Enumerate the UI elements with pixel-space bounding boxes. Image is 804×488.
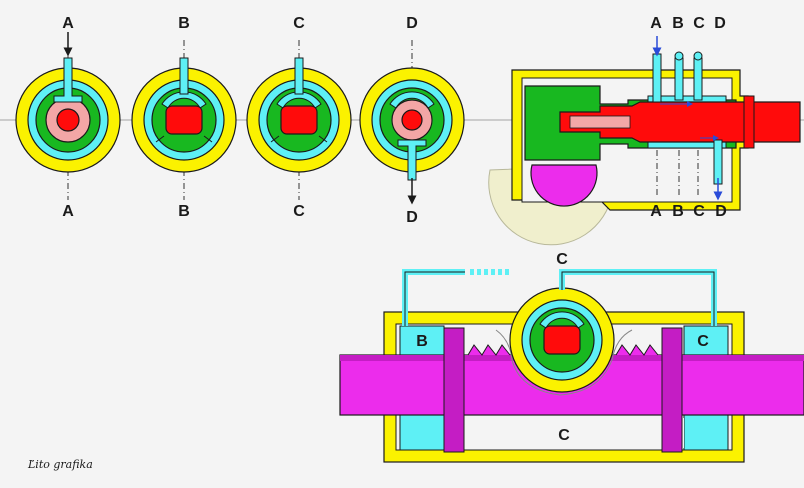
label-b-top: B <box>178 15 190 32</box>
label-b-bottom: B <box>178 203 190 220</box>
signature: Ľito grafika <box>27 458 93 471</box>
port-label-d-bottom: D <box>715 203 727 220</box>
valve-longitudinal-section: A B C D A B C D <box>488 15 801 246</box>
label-a-bottom: A <box>62 203 74 220</box>
label-d-bottom: D <box>406 209 418 226</box>
label-c-assembly-bottom: C <box>558 427 570 444</box>
section-c: C C <box>246 15 352 220</box>
section-a: A A <box>15 15 121 220</box>
port-label-a-top: A <box>650 15 662 32</box>
section-d: D D <box>359 15 465 226</box>
port-label-d-top: D <box>714 15 726 32</box>
label-c-assembly-top: C <box>556 251 568 268</box>
label-c-top: C <box>293 15 305 32</box>
port-label-c-top: C <box>693 15 705 32</box>
label-a-top: A <box>62 15 74 32</box>
label-b-assembly: B <box>416 333 428 350</box>
port-label-a-bottom: A <box>650 203 662 220</box>
port-label-b-bottom: B <box>672 203 684 220</box>
label-c-bottom: C <box>293 203 305 220</box>
port-label-c-bottom: C <box>693 203 705 220</box>
port-label-b-top: B <box>672 15 684 32</box>
section-b: B B <box>131 15 237 220</box>
steering-rack-assembly: C B C C <box>339 251 804 463</box>
label-c-assembly-right: C <box>697 333 709 350</box>
label-d-top: D <box>406 15 418 32</box>
